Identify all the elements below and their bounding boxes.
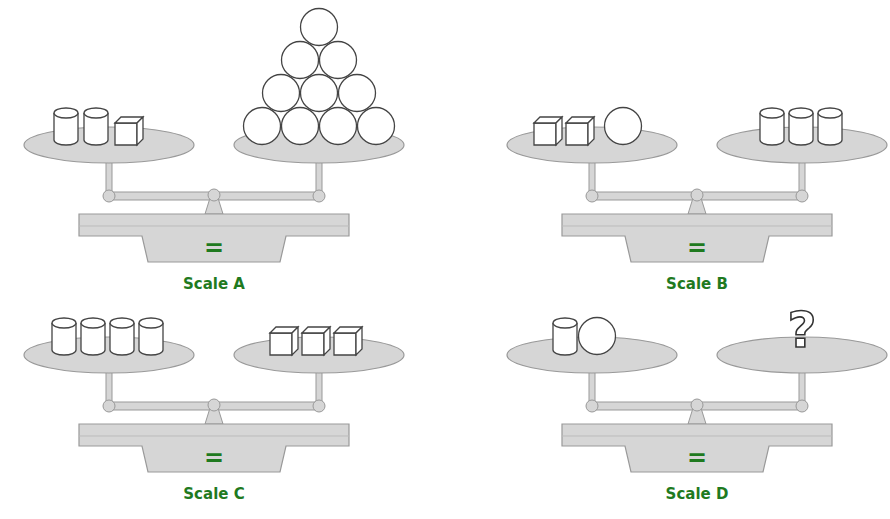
equal-sign: = [204,236,224,260]
equal-sign: = [204,446,224,470]
scale-name: Scale C [183,487,244,502]
scale-name: Scale D [666,487,729,502]
scale-name: Scale B [666,277,728,292]
equal-sign: = [687,236,707,260]
equal-sign: = [687,446,707,470]
scale-name: Scale A [183,277,245,292]
question-mark: ? [787,305,816,355]
